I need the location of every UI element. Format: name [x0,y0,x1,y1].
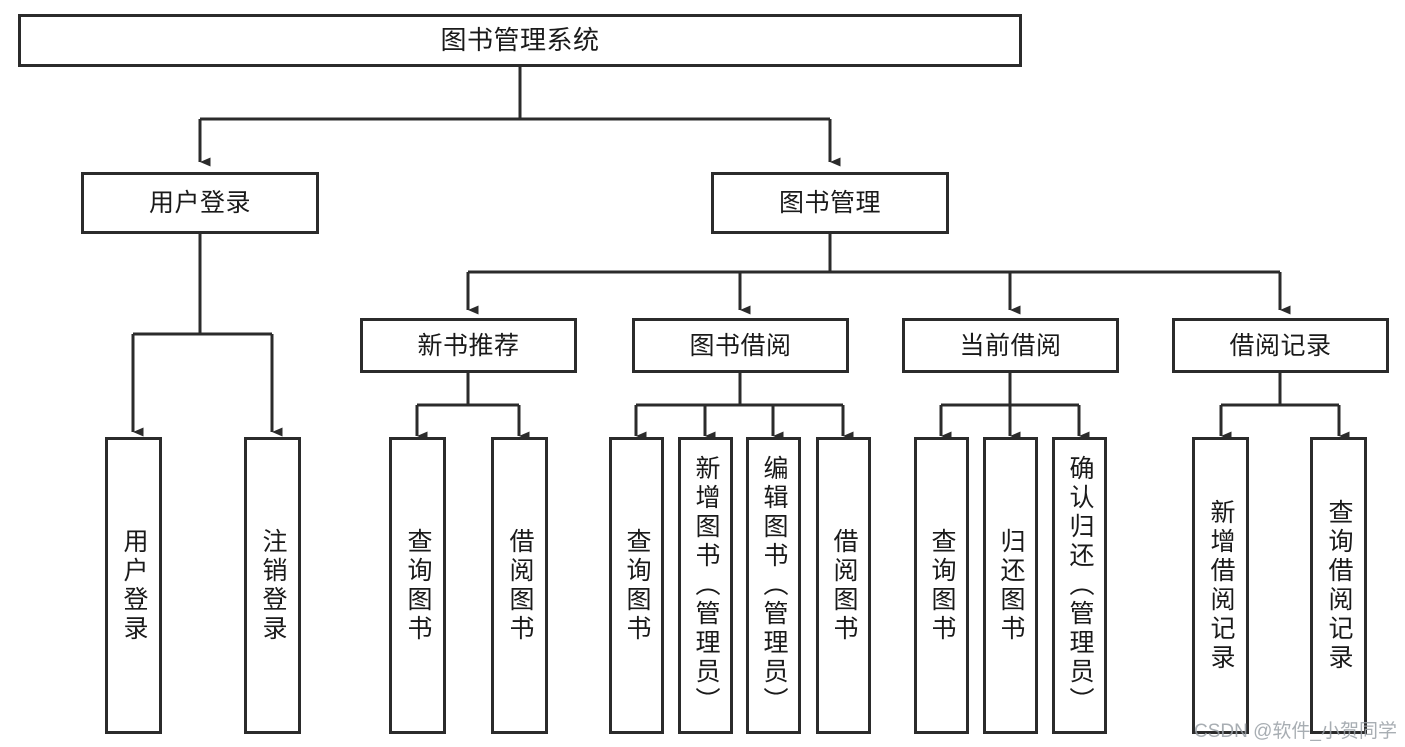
node-leaf-logout-login-label: 注销登录 [259,527,287,644]
node-leaf-confirm-return-admin-label: 确认归还（管理员） [1066,455,1094,716]
node-book-manage-label: 图书管理 [778,189,881,217]
node-leaf-return-book-label: 归还图书 [997,527,1025,644]
node-book-manage[interactable]: 图书管理 [711,172,949,234]
node-leaf-add-borrow-record[interactable]: 新增借阅记录 [1192,437,1249,734]
node-leaf-query-borrow-record-label: 查询借阅记录 [1325,498,1353,673]
node-leaf-logout-login[interactable]: 注销登录 [244,437,301,734]
node-leaf-query-book-2[interactable]: 查询图书 [609,437,664,734]
node-leaf-query-book-3[interactable]: 查询图书 [914,437,969,734]
node-leaf-confirm-return-admin[interactable]: 确认归还（管理员） [1052,437,1107,734]
node-leaf-query-borrow-record[interactable]: 查询借阅记录 [1310,437,1367,734]
node-new-book-recommend-label: 新书推荐 [417,331,520,360]
watermark: CSDN @软件_小贺同学 [1194,721,1397,742]
node-leaf-query-book-1[interactable]: 查询图书 [389,437,446,734]
node-leaf-borrow-book-1-label: 借阅图书 [506,527,534,644]
node-book-borrow-label: 图书借阅 [689,331,792,360]
node-book-borrow[interactable]: 图书借阅 [632,318,849,373]
node-current-borrow[interactable]: 当前借阅 [902,318,1119,373]
node-leaf-edit-book-admin[interactable]: 编辑图书（管理员） [746,437,801,734]
node-root-label: 图书管理系统 [440,24,600,55]
node-leaf-query-book-3-label: 查询图书 [928,527,956,644]
node-leaf-query-book-1-label: 查询图书 [404,527,432,644]
node-leaf-edit-book-admin-label: 编辑图书（管理员） [760,455,788,716]
node-borrow-record[interactable]: 借阅记录 [1172,318,1389,373]
node-leaf-add-book-admin-label: 新增图书（管理员） [692,455,720,716]
node-new-book-recommend[interactable]: 新书推荐 [360,318,577,373]
node-leaf-borrow-book-2-label: 借阅图书 [830,527,858,644]
node-root[interactable]: 图书管理系统 [18,14,1022,67]
node-leaf-add-book-admin[interactable]: 新增图书（管理员） [678,437,733,734]
node-leaf-query-book-2-label: 查询图书 [623,527,651,644]
node-leaf-borrow-book-1[interactable]: 借阅图书 [491,437,548,734]
node-leaf-user-login-label: 用户登录 [120,527,148,644]
node-leaf-user-login[interactable]: 用户登录 [105,437,162,734]
node-user-login[interactable]: 用户登录 [81,172,319,234]
node-leaf-borrow-book-2[interactable]: 借阅图书 [816,437,871,734]
node-leaf-return-book[interactable]: 归还图书 [983,437,1038,734]
node-user-login-label: 用户登录 [148,189,251,217]
node-borrow-record-label: 借阅记录 [1229,331,1332,360]
node-current-borrow-label: 当前借阅 [959,331,1062,360]
node-leaf-add-borrow-record-label: 新增借阅记录 [1207,498,1235,673]
